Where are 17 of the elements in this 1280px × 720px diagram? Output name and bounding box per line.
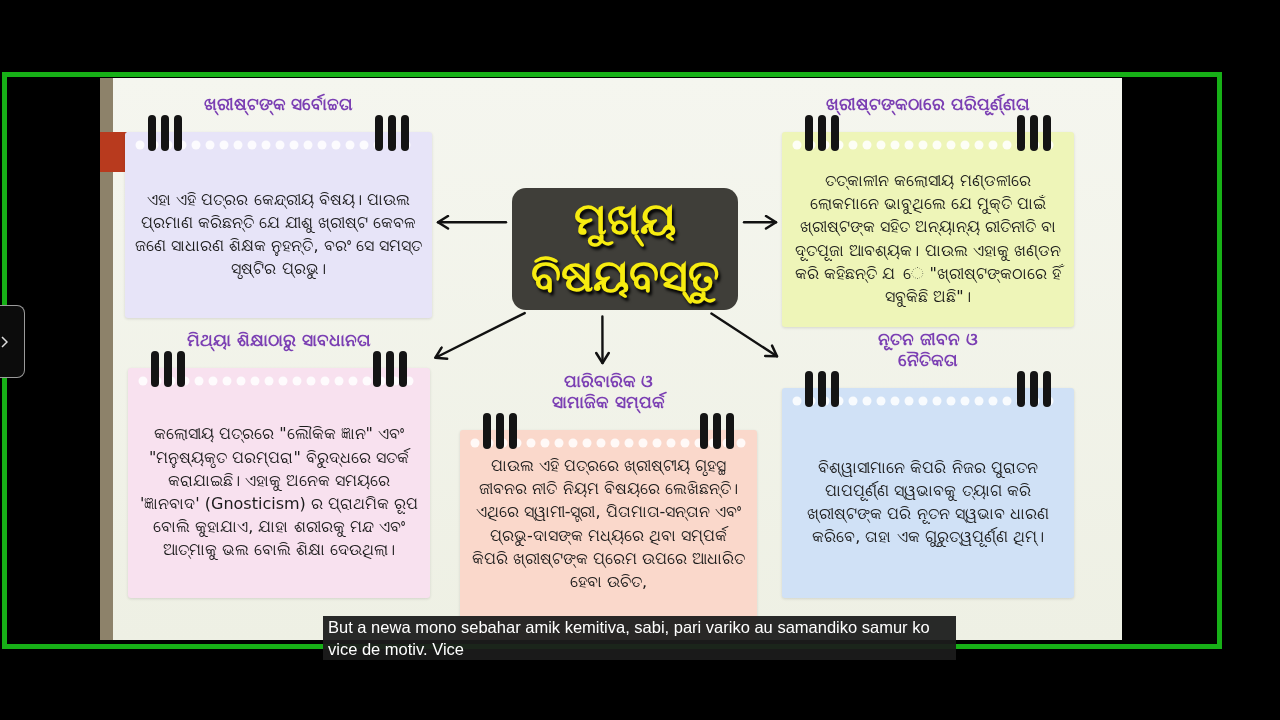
arrow bbox=[710, 312, 779, 358]
arrow bbox=[742, 214, 778, 230]
arrow bbox=[436, 214, 508, 230]
card-heading: ଖ୍ରୀଷ୍ଟଙ୍କଠାରେ ପରିପୂର୍ଣ୍ଣତା bbox=[826, 93, 1030, 115]
card-body-text: ବିଶ୍ୱାସୀମାନେ କିପରି ନିଜର ପୁରାତନ ପାପପୂର୍ଣ୍ଣ ସ୍ୱଭାବକୁ ତ୍ୟାଗ କରି ଖ୍ରୀଷ୍ଟଙ୍କ ପରି ନୂତନ ସ୍ୱଭାବ ଧାରଣ କରିବେ, ତାହା ଏକ ଗୁରୁତ୍ୱପୂର୍ଣ୍ଣ ଥିମ୍। bbox=[806, 456, 1050, 549]
card-heading: ଖ୍ରୀଷ୍ଟଙ୍କ ସର୍ବୋଚ୍ଚତା bbox=[203, 93, 354, 115]
card-heading: ପାରିବାରିକ ଓ ସାମାଜିକ ସମ୍ପର୍କ bbox=[551, 370, 668, 413]
card-body-text: ଏହା ଏହି ପତ୍ରର କେନ୍ଦ୍ରୀୟ ବିଷୟ। ପାଉଲ ପ୍ରମାଣ କରିଛନ୍ତି ଯେ ଯୀଶୁ ଖ୍ରୀଷ୍ଟ କେବଳ ଜଣେ ସାଧାରଣ ଶିକ୍ଷକ ନୁହନ୍ତି, ବରଂ ସେ ସମସ୍ତ ସୃଷ୍ଟିର ପ୍ରଭୁ। bbox=[135, 188, 422, 281]
topic-title: ମୁଖ୍ୟ ବିଷୟବସ୍ତୁ bbox=[512, 188, 738, 311]
subtitle-caption: But a newa mono sebahar amik kemitiva, sabi, pari variko au samandiko samur ko vice de motiv. Vice bbox=[323, 616, 956, 660]
card-body-text: କଲୋସୀୟ ପତ୍ରରେ "ଲୌକିକ ଜ୍ଞାନ" ଏବଂ "ମନୁଷ୍ୟକୃତ ପରମ୍ପରା" ବିରୁଦ୍ଧରେ ସତର୍କ କରାଯାଇଛି। ଏହାକୁ ଅନେକ ସମୟରେ 'ଜ୍ଞାନବାଦ' (Gnosticism) ର ପ୍ରାଥମିକ ରୂପ ବୋଲି କୁହାଯାଏ, ଯାହା ଶରୀରକୁ ମନ୍ଦ ଏବଂ ଆତ୍ମାକୁ ଭଲ ବୋଲି ଶିକ୍ଷା ଦେଉଥିଲା। bbox=[138, 423, 420, 562]
card-body-text: ତତ୍କାଳୀନ କଲୋସୀୟ ମଣ୍ଡଳୀରେ ଲୋକମାନେ ଭାବୁଥିଲେ ଯେ ମୁକ୍ତି ପାଇଁ ଖ୍ରୀଷ୍ଟଙ୍କ ସହିତ ଅନ୍ୟାନ୍ୟ ରୀତିନୀତି ବା ଦୂତପୂଜା ଆବଶ୍ୟକ। ପାଉଲ ଏହାକୁ ଖଣ୍ଡନ କରି କହିଛନ୍ତି ଯ େ "ଖ୍ରୀଷ୍ଟଙ୍କଠାରେ ହିଁ ସବୁକିଛି ଅଛି"। bbox=[792, 168, 1064, 309]
card-heading: ମିଥ୍ୟା ଶିକ୍ଷାଠାରୁ ସାବଧାନତା bbox=[187, 329, 371, 351]
arrow bbox=[595, 315, 610, 365]
arrow bbox=[434, 311, 526, 361]
card-heading: ନୂତନ ଜୀବନ ଓ ନୈତିକତା bbox=[877, 328, 979, 371]
card-body-text: ପାଉଲ ଏହି ପତ୍ରରେ ଖ୍ରୀଷ୍ଟୀୟ ଗୃହସ୍ଥ ଜୀବନର ନୀତି ନିୟମ ବିଷୟରେ ଲେଖିଛନ୍ତି। ଏଥିରେ ସ୍ୱାମୀ-ସ୍ତ୍ରୀ, ପିତାମାତା-ସନ୍ତାନ ଏବଂ ପ୍ରଭୁ-ଦାସଙ୍କ ମଧ୍ୟରେ ଥିବା ସମ୍ପର୍କ କିପରି ଖ୍ରୀଷ୍ଟଙ୍କ ପ୍ରେମ ଉପରେ ଆଧାରିତ ହେବା ଉଚିତ, bbox=[470, 455, 747, 593]
